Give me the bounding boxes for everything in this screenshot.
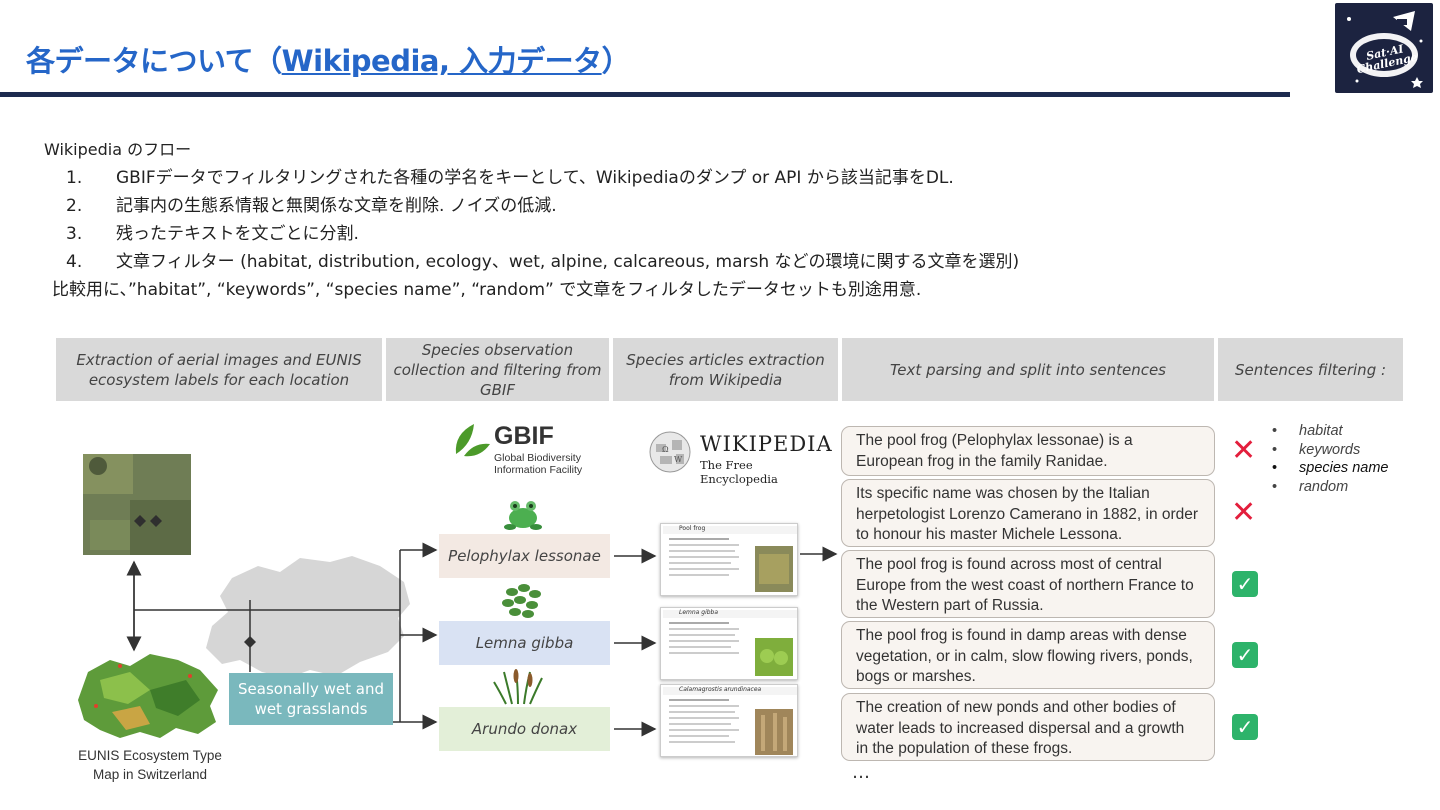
gbif-name: GBIF [494,422,554,450]
article-title: Calamagrostis arundinacea [679,686,762,693]
eunis-caption-line-1: EUNIS Ecosystem Type [78,748,222,763]
keyword-label: habitat [1299,423,1343,439]
article-page-preview [663,526,797,592]
step-number: 2. [66,196,83,216]
flow-step: 3. 残ったテキストを文ごとに分割. [44,220,1019,248]
wikipedia-globe-icon: Ω W [649,431,691,473]
step-text: 残ったテキストを文ごとに分割. [116,224,359,244]
article-thumbnail-pool-frog: Pool frog [660,523,798,596]
step-number: 4. [66,252,83,272]
filter-keyword-list: • habitat • keywords • species name • random [1272,422,1388,496]
header-sentence-filtering: Sentences filtering : [1218,338,1403,401]
list-item: • keywords [1272,441,1388,460]
title-link[interactable]: Wikipedia, 入力データ [281,44,602,78]
wikipedia-subtitle: The Free Encyclopedia [700,458,778,486]
step-number: 1. [66,168,83,188]
ecosystem-label: Seasonally wet and wet grasslands [229,673,393,725]
keyword-label: keywords [1299,441,1361,458]
step-text: GBIFデータでフィルタリングされた各種の学名をキーとして、Wikipediaの… [116,168,954,188]
svg-text:Ω: Ω [662,445,669,454]
wikipedia-logo: Ω W WIKIPEDIA The Free Encyclopedia [648,428,832,486]
article-page-preview [663,610,797,676]
gbif-subtitle-line-1: Global Biodiversity [494,452,581,464]
bullet-icon: • [1272,460,1278,476]
species-lemna: Lemna gibba [475,634,574,652]
accepted-check-icon: ✓ [1232,571,1258,597]
rejected-x-icon: ✕ [1231,433,1257,468]
sentence-box: The pool frog is found across most of ce… [841,550,1215,618]
flow-heading: Wikipedia のフロー [44,140,192,159]
header-text-parsing: Text parsing and split into sentences [842,338,1214,401]
reed-icon [493,669,543,705]
accepted-check-icon: ✓ [1232,642,1258,668]
title-suffix: ） [601,44,631,78]
bullet-icon: • [1272,423,1278,439]
flow-step: 2. 記事内の生態系情報と無関係な文章を削除. ノイズの低減. [44,192,1019,220]
header-gbif-collection: Species observation collection and filte… [386,338,609,401]
flow-step: 1. GBIFデータでフィルタリングされた各種の学名をキーとして、Wikipedi… [44,164,1019,192]
list-item: • random [1272,478,1388,497]
gbif-leaf-icon [455,424,490,457]
keyword-label: species name [1299,460,1389,476]
title-divider [0,92,1290,97]
title-prefix: 各データについて（ [26,44,282,78]
frog-icon [504,501,542,530]
rejected-x-icon: ✕ [1231,495,1257,530]
species-pelophylax: Pelophylax lessonae [448,547,601,565]
bullet-icon: • [1272,478,1278,495]
bullet-icon: • [1272,441,1278,458]
keyword-label: random [1299,478,1349,495]
header-wikipedia-extraction: Species articles extraction from Wikiped… [613,338,838,401]
sentence-box: The creation of new ponds and other bodi… [841,693,1215,761]
article-thumbnail-lemna: Lemna gibba [660,607,798,680]
switzerland-silhouette [206,556,410,678]
article-thumbnail-arundo: Calamagrostis arundinacea [660,684,798,757]
comparison-note: 比較用に、”habitat”, “keywords”, “species nam… [52,280,922,300]
svg-text:W: W [674,455,683,464]
species-box-bg [439,707,610,751]
eunis-map [78,654,218,738]
accepted-check-icon: ✓ [1232,714,1258,740]
aerial-image [83,454,191,555]
eunis-caption-line-2: Map in Switzerland [92,767,208,782]
species-box-bg [439,621,610,665]
page-title: 各データについて（Wikipedia, 入力データ） [26,38,631,80]
article-page-preview [663,687,797,755]
step-number: 3. [66,224,83,244]
sentence-box: Its specific name was chosen by the Ital… [841,479,1215,547]
wikipedia-name: WIKIPEDIA [700,432,833,456]
gbif-subtitle-line-2: Information Facility [494,464,583,476]
header-aerial-extraction: Extraction of aerial images and EUNIS ec… [56,338,382,401]
step-text: 記事内の生態系情報と無関係な文章を削除. ノイズの低減. [116,196,557,216]
wikipedia-flow: Wikipedia のフロー 1. GBIFデータでフィルタリングされた各種の学名… [44,136,1019,304]
step-text: 文章フィルター (habitat, distribution, ecology、… [116,252,1020,272]
flow-step: 4. 文章フィルター (habitat, distribution, ecolog… [44,248,1019,276]
article-title: Lemna gibba [679,609,719,616]
list-item: • habitat [1272,422,1388,441]
sentence-box: The pool frog (Pelophylax lessonae) is a… [841,426,1215,476]
species-box-bg [439,534,610,578]
article-title: Pool frog [679,525,706,532]
duckweed-icon [502,584,541,618]
sentence-box: The pool frog is found in damp areas wit… [841,621,1215,689]
species-arundo: Arundo donax [471,720,578,738]
more-sentences-ellipsis: … [852,762,870,783]
list-item: • species name [1272,459,1388,478]
